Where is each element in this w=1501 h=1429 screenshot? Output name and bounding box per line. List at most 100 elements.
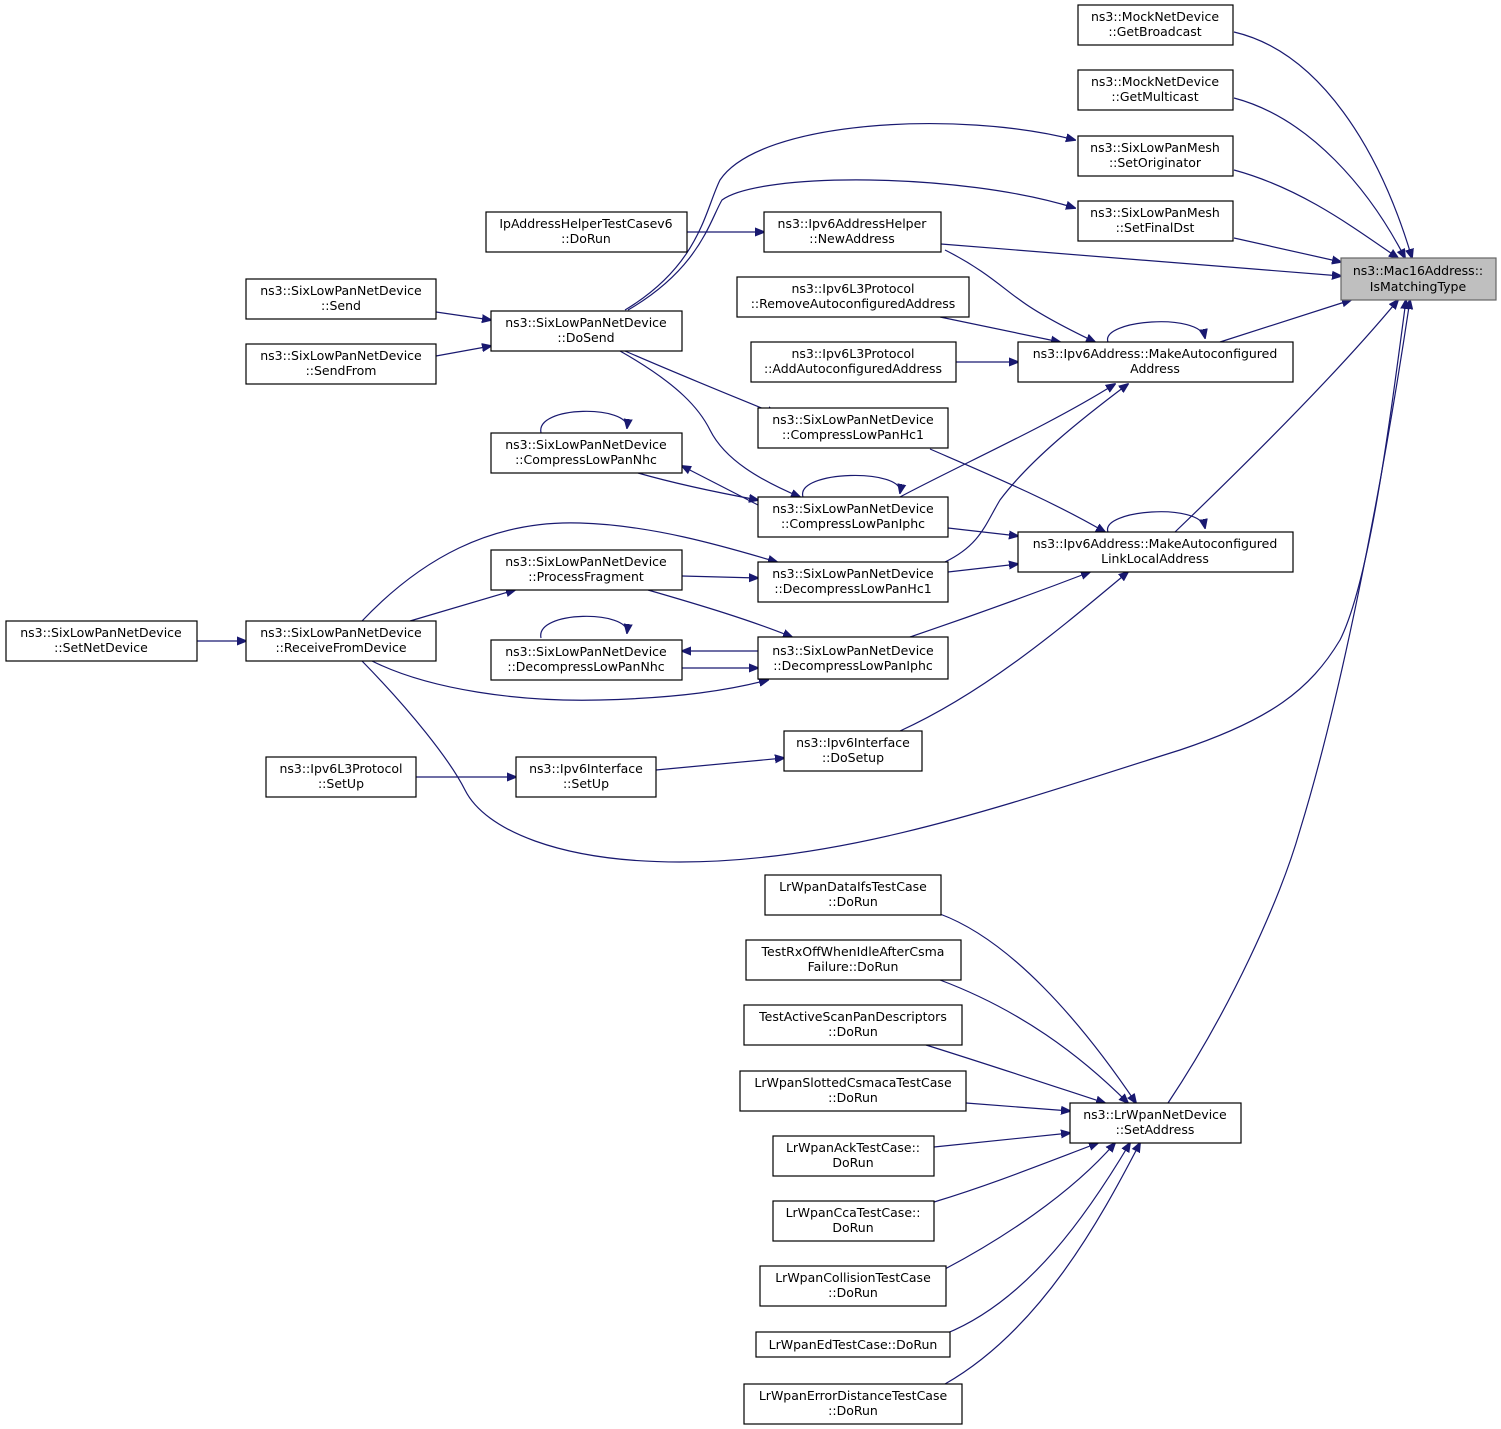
node-getmulticast-line2: ::GetMulticast — [1111, 89, 1198, 104]
node-dataifs[interactable]: LrWpanDataIfsTestCase ::DoRun — [764, 874, 942, 916]
node-ed[interactable]: LrWpanEdTestCase::DoRun — [755, 1331, 951, 1358]
node-getmulticast[interactable]: ns3::MockNetDevice ::GetMulticast — [1077, 69, 1234, 111]
node-newaddress[interactable]: ns3::Ipv6AddressHelper ::NewAddress — [763, 211, 942, 253]
node-setoriginator[interactable]: ns3::SixLowPanMesh ::SetOriginator — [1077, 135, 1234, 177]
node-iphelpertest-line1: IpAddressHelperTestCasev6 — [499, 216, 672, 231]
edge-setfinaldst-root — [1233, 237, 1341, 262]
edge-compnhc-self — [540, 410, 627, 434]
edge-errordist-setaddress — [944, 1143, 1140, 1385]
edge-ack-setaddress — [933, 1133, 1070, 1148]
edge-rxoff-setaddress — [939, 979, 1128, 1103]
node-makeautoll[interactable]: ns3::Ipv6Address::MakeAutoconfigured Lin… — [1017, 531, 1294, 573]
node-iphelpertest[interactable]: IpAddressHelperTestCasev6 ::DoRun — [485, 211, 688, 253]
node-setoriginator-line2: ::SetOriginator — [1109, 155, 1202, 170]
edge-getbroadcast-root — [1233, 31, 1412, 258]
node-makeauto[interactable]: ns3::Ipv6Address::MakeAutoconfigured Add… — [1017, 341, 1294, 383]
edge-slotted-setaddress — [965, 1102, 1070, 1111]
node-comphc1[interactable]: ns3::SixLowPanNetDevice ::CompressLowPan… — [757, 407, 949, 449]
node-getbroadcast-line2: ::GetBroadcast — [1108, 24, 1201, 39]
edge-ifdosetup-makeautoll — [899, 572, 1128, 732]
node-rxoff-line1: TestRxOffWhenIdleAfterCsma — [761, 944, 945, 959]
node-getmulticast-line1: ns3::MockNetDevice — [1091, 74, 1219, 89]
node-newaddress-line2: ::NewAddress — [809, 231, 894, 246]
node-decompiphc-line2: ::DecompressLowPanIphc — [773, 658, 933, 673]
node-ifsetup[interactable]: ns3::Ipv6Interface ::SetUp — [515, 756, 657, 798]
node-compnhc[interactable]: ns3::SixLowPanNetDevice ::CompressLowPan… — [490, 432, 683, 474]
node-ed-line1: LrWpanEdTestCase::DoRun — [769, 1337, 938, 1352]
node-send-line2: ::Send — [321, 298, 361, 313]
node-decomphc1[interactable]: ns3::SixLowPanNetDevice ::DecompressLowP… — [757, 561, 949, 603]
edge-recvfromdev-procfrag — [409, 590, 515, 622]
node-decompnhc[interactable]: ns3::SixLowPanNetDevice ::DecompressLowP… — [490, 639, 683, 681]
edge-ed-setaddress — [944, 1143, 1130, 1335]
edge-compiphc-compnhc — [682, 466, 759, 506]
node-ack[interactable]: LrWpanAckTestCase:: DoRun — [772, 1135, 935, 1177]
node-compiphc-line2: ::CompressLowPanIphc — [781, 516, 925, 531]
node-decomphc1-line2: ::DecompressLowPanHc1 — [774, 581, 931, 596]
node-dataifs-line1: LrWpanDataIfsTestCase — [779, 879, 927, 894]
node-setnetdevice[interactable]: ns3::SixLowPanNetDevice ::SetNetDevice — [5, 620, 198, 662]
node-ack-line1: LrWpanAckTestCase:: — [786, 1140, 920, 1155]
edge-dataifs-setaddress — [939, 913, 1136, 1103]
node-l3setup[interactable]: ns3::Ipv6L3Protocol ::SetUp — [265, 756, 417, 798]
edge-cca-setaddress — [933, 1143, 1098, 1203]
node-activescan-line1: TestActiveScanPanDescriptors — [758, 1009, 947, 1024]
node-compiphc[interactable]: ns3::SixLowPanNetDevice ::CompressLowPan… — [757, 496, 949, 538]
node-compnhc-line2: ::CompressLowPanNhc — [515, 452, 657, 467]
node-collision[interactable]: LrWpanCollisionTestCase ::DoRun — [759, 1265, 947, 1307]
node-setfinaldst[interactable]: ns3::SixLowPanMesh ::SetFinalDst — [1077, 200, 1234, 242]
edge-getmulticast-root — [1233, 97, 1405, 258]
edge-dosend-setoriginator — [624, 123, 1075, 311]
node-removeauto-line1: ns3::Ipv6L3Protocol — [791, 281, 914, 296]
node-slotted[interactable]: LrWpanSlottedCsmacaTestCase ::DoRun — [739, 1070, 967, 1112]
node-sendfrom[interactable]: ns3::SixLowPanNetDevice ::SendFrom — [245, 343, 437, 385]
node-slotted-line2: ::DoRun — [828, 1090, 878, 1105]
node-root-line1: ns3::Mac16Address:: — [1353, 263, 1483, 278]
edge-comphc1-makeautoll — [929, 448, 1105, 532]
edge-compiphc-makeauto — [899, 384, 1115, 498]
node-recvfromdev[interactable]: ns3::SixLowPanNetDevice ::ReceiveFromDev… — [245, 620, 437, 662]
edge-newaddress-root — [940, 243, 1341, 276]
node-addauto[interactable]: ns3::Ipv6L3Protocol ::AddAutoconfiguredA… — [750, 341, 957, 383]
node-sendfrom-line2: ::SendFrom — [306, 363, 377, 378]
node-getbroadcast[interactable]: ns3::MockNetDevice ::GetBroadcast — [1077, 4, 1234, 46]
node-rxoff[interactable]: TestRxOffWhenIdleAfterCsma Failure::DoRu… — [745, 939, 962, 981]
edge-send-dosend — [435, 311, 491, 320]
node-setoriginator-line1: ns3::SixLowPanMesh — [1090, 140, 1220, 155]
node-addauto-line1: ns3::Ipv6L3Protocol — [791, 346, 914, 361]
node-rxoff-line2: Failure::DoRun — [808, 959, 899, 974]
node-root[interactable]: ns3::Mac16Address:: IsMatchingType — [1340, 257, 1497, 301]
edges — [197, 31, 1412, 1385]
node-decompiphc[interactable]: ns3::SixLowPanNetDevice ::DecompressLowP… — [757, 636, 949, 680]
node-procfrag-line1: ns3::SixLowPanNetDevice — [505, 554, 667, 569]
edge-procfrag-decomphc1 — [681, 576, 758, 578]
node-activescan[interactable]: TestActiveScanPanDescriptors ::DoRun — [743, 1004, 963, 1046]
edge-compnhc-compiphc — [637, 472, 758, 500]
node-dosend[interactable]: ns3::SixLowPanNetDevice ::DoSend — [490, 310, 683, 352]
node-compnhc-line1: ns3::SixLowPanNetDevice — [505, 437, 667, 452]
node-comphc1-line1: ns3::SixLowPanNetDevice — [772, 412, 934, 427]
node-cca[interactable]: LrWpanCcaTestCase:: DoRun — [772, 1200, 935, 1242]
node-send[interactable]: ns3::SixLowPanNetDevice ::Send — [245, 278, 437, 320]
node-setfinaldst-line2: ::SetFinalDst — [1116, 220, 1195, 235]
node-removeauto[interactable]: ns3::Ipv6L3Protocol ::RemoveAutoconfigur… — [736, 276, 970, 318]
node-ifdosetup-line1: ns3::Ipv6Interface — [796, 735, 910, 750]
node-dosend-line2: ::DoSend — [557, 330, 614, 345]
node-errordist[interactable]: LrWpanErrorDistanceTestCase ::DoRun — [743, 1383, 963, 1425]
node-root-line2: IsMatchingType — [1370, 279, 1467, 294]
edge-sendfrom-dosend — [435, 346, 491, 357]
node-procfrag[interactable]: ns3::SixLowPanNetDevice ::ProcessFragmen… — [490, 549, 683, 591]
node-decomphc1-line1: ns3::SixLowPanNetDevice — [772, 566, 934, 581]
node-removeauto-line2: ::RemoveAutoconfiguredAddress — [751, 296, 956, 311]
edge-compiphc-self — [802, 474, 901, 498]
node-makeauto-line2: Address — [1130, 361, 1180, 376]
edge-setoriginator-root — [1233, 169, 1398, 258]
node-makeautoll-line2: LinkLocalAddress — [1101, 551, 1209, 566]
node-iphelpertest-line2: ::DoRun — [561, 231, 611, 246]
edge-dosend-compiphc — [619, 350, 800, 497]
node-setaddress[interactable]: ns3::LrWpanNetDevice ::SetAddress — [1069, 1102, 1242, 1144]
edge-decompiphc-makeautoll — [909, 572, 1090, 638]
node-ifdosetup[interactable]: ns3::Ipv6Interface ::DoSetup — [783, 730, 923, 772]
node-recvfromdev-line1: ns3::SixLowPanNetDevice — [260, 625, 422, 640]
